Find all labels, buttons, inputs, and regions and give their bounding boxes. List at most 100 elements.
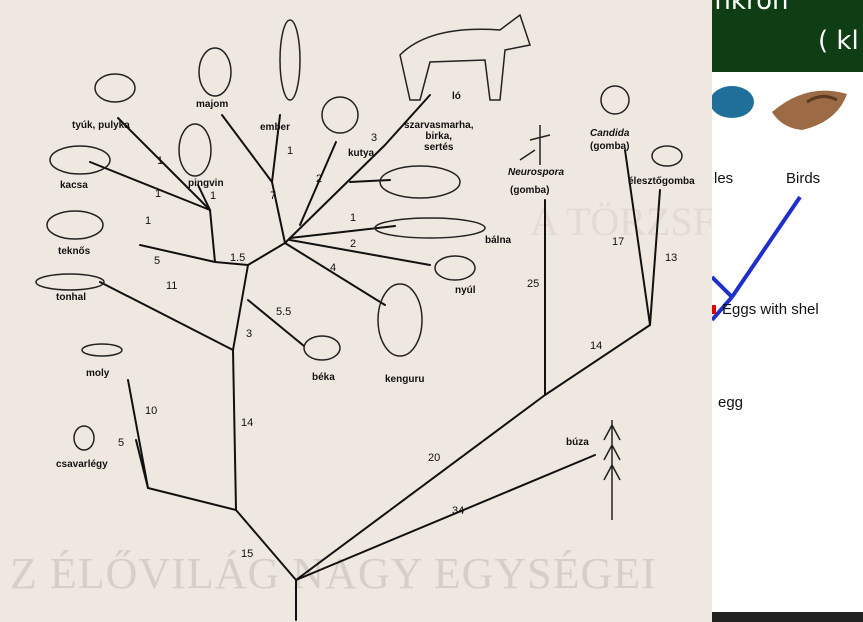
branch-teknos <box>140 245 215 262</box>
fish-image <box>36 274 104 290</box>
label-reptiles-partial: les <box>714 170 733 187</box>
branch-animals <box>236 510 296 580</box>
bottom-strip <box>712 612 863 622</box>
distance-label: 25 <box>527 278 539 290</box>
pig-image <box>380 166 460 198</box>
label-birds: Birds <box>786 170 820 187</box>
distance-label: 14 <box>590 340 602 352</box>
wheat-image <box>604 420 620 520</box>
label-candida: Candida <box>590 128 629 139</box>
label-moly: moly <box>86 368 109 379</box>
label-eggs-with-shell: Eggs with shel <box>722 301 819 318</box>
branch-vertebrates <box>233 350 236 510</box>
turtle-image <box>47 211 103 239</box>
moth-image <box>82 344 122 356</box>
label-tyuk: tyúk, pulyka <box>72 120 130 131</box>
chicken-image <box>95 74 135 102</box>
distance-label: 34 <box>452 505 464 517</box>
kangaroo-image <box>378 284 422 356</box>
distance-label: 15 <box>241 548 253 560</box>
label-majom: majom <box>196 99 228 110</box>
branch-szarvas <box>350 180 390 182</box>
label-lo: ló <box>452 91 461 102</box>
distance-label: 4 <box>330 262 336 274</box>
clade-branch <box>732 197 800 297</box>
branch-tonhal <box>100 282 233 350</box>
distance-label: 20 <box>428 452 440 464</box>
branch-plants-fungi <box>296 395 545 580</box>
label-neurospora-sub: (gomba) <box>510 185 549 196</box>
distance-label: 1 <box>287 145 293 157</box>
distance-label: 14 <box>241 417 253 429</box>
branch-eleszto <box>650 190 660 325</box>
horse-image <box>400 15 530 100</box>
label-balna: bálna <box>485 235 511 246</box>
tree-branches <box>0 0 712 622</box>
penguin-image <box>179 124 211 176</box>
label-tonhal: tonhal <box>56 292 86 303</box>
label-pingvin: pingvin <box>188 178 224 189</box>
label-candida-sub: (gomba) <box>590 141 629 152</box>
whale-image <box>375 218 485 238</box>
label-kutya: kutya <box>348 148 374 159</box>
distance-label: 2 <box>350 238 356 250</box>
distance-label: 13 <box>665 252 677 264</box>
distance-label: 10 <box>145 405 157 417</box>
distance-label: 2 <box>316 173 322 185</box>
label-eleszto: élesztőgomba <box>628 176 695 187</box>
branch-buza <box>296 455 595 580</box>
distance-label: 1 <box>145 215 151 227</box>
distance-label: 5 <box>154 255 160 267</box>
monkey-image <box>199 48 231 96</box>
phylogenetic-tree-scan: A TÖRZSF Z ÉLŐVILÁG NAGY EGYSÉGEI <box>0 0 712 622</box>
human-image <box>280 20 300 100</box>
dog-image <box>322 97 358 133</box>
distance-label: 1 <box>210 190 216 202</box>
branch-fungi-yeasts <box>545 325 650 395</box>
label-kacsa: kacsa <box>60 180 88 191</box>
branch-kenguru <box>285 243 385 305</box>
distance-label: 3 <box>371 132 377 144</box>
distance-label: 1 <box>157 155 163 167</box>
distance-label: 1.5 <box>230 252 245 264</box>
candida-image <box>601 86 629 114</box>
branch-moly <box>128 380 148 488</box>
frog-image <box>304 336 340 360</box>
cladogram-drawing <box>712 72 863 612</box>
branch-amniotes <box>248 243 285 265</box>
branch-nyul <box>290 240 430 265</box>
bird-image-left <box>712 86 754 118</box>
duck-image <box>50 146 110 174</box>
distance-label: 11 <box>166 280 177 292</box>
cladogram-panel: les Birds Eggs with shel egg <box>712 72 863 612</box>
yeast-image <box>652 146 682 166</box>
label-nyul: nyúl <box>455 285 476 296</box>
branch-tyuk <box>118 118 210 210</box>
clade-branch <box>712 277 732 297</box>
label-csavarlegy: csavarlégy <box>56 459 108 470</box>
distance-label: 1 <box>155 188 161 200</box>
neurospora-image <box>520 125 550 165</box>
branch-insects <box>148 488 236 510</box>
distance-label: 7 <box>270 190 276 202</box>
label-beka: béka <box>312 372 335 383</box>
bird-image-right <box>772 91 847 130</box>
distance-label: 5 <box>118 437 124 449</box>
branch-birds <box>210 210 215 262</box>
branch-csavarlegy <box>136 440 148 488</box>
label-egg: egg <box>718 394 743 411</box>
label-kenguru: kenguru <box>385 374 424 385</box>
label-buza: búza <box>566 437 589 448</box>
distance-label: 1 <box>350 212 356 224</box>
label-neurospora: Neurospora <box>508 167 564 178</box>
label-teknos: teknős <box>58 246 90 257</box>
distance-label: 5.5 <box>276 306 291 318</box>
fly-image <box>74 426 94 450</box>
label-ember: ember <box>260 122 290 133</box>
distance-label: 3 <box>246 328 252 340</box>
distance-label: 17 <box>612 236 624 248</box>
slide-title-line2: ( kl <box>818 26 859 56</box>
trait-tick <box>712 305 716 314</box>
label-szarvasmarha: szarvasmarha, birka, sertés <box>404 120 474 153</box>
rabbit-image <box>435 256 475 280</box>
